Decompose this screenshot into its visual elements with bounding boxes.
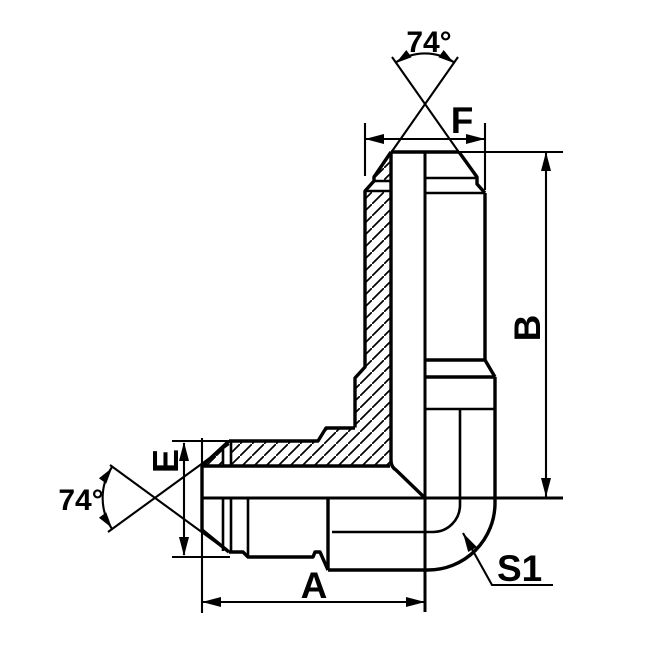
angle-label-left: 74° bbox=[58, 484, 103, 517]
dim-label-a: A bbox=[301, 565, 328, 606]
dim-label-b: B bbox=[507, 315, 548, 342]
cone-construction-lines bbox=[101, 52, 478, 553]
top-right-cone-and-groove bbox=[457, 151, 487, 195]
section-hatching bbox=[202, 152, 391, 466]
angle-label-top: 74° bbox=[406, 26, 451, 59]
left-upper-cone bbox=[200, 439, 231, 468]
s1-leader bbox=[462, 532, 553, 587]
left-upper-profile bbox=[229, 426, 355, 443]
elbow-outer-arc bbox=[427, 502, 497, 572]
dimension-lines bbox=[172, 123, 563, 613]
secondary-edges bbox=[221, 176, 495, 556]
labels: 74° 74° F B E A S1 bbox=[58, 26, 548, 606]
dim-label-s1: S1 bbox=[497, 548, 542, 589]
dim-label-f: F bbox=[451, 100, 474, 141]
left-lower-profile bbox=[229, 550, 330, 571]
left-port-outline bbox=[200, 426, 428, 572]
thread-runout-ring bbox=[425, 358, 497, 378]
top-bore-left-and-drill-cone bbox=[389, 152, 426, 499]
left-lower-cone bbox=[200, 528, 231, 554]
dim-label-e: E bbox=[145, 449, 186, 473]
centerlines bbox=[202, 152, 563, 612]
hex-corner-fillet-arc bbox=[432, 504, 462, 534]
hatch-region bbox=[202, 152, 391, 466]
